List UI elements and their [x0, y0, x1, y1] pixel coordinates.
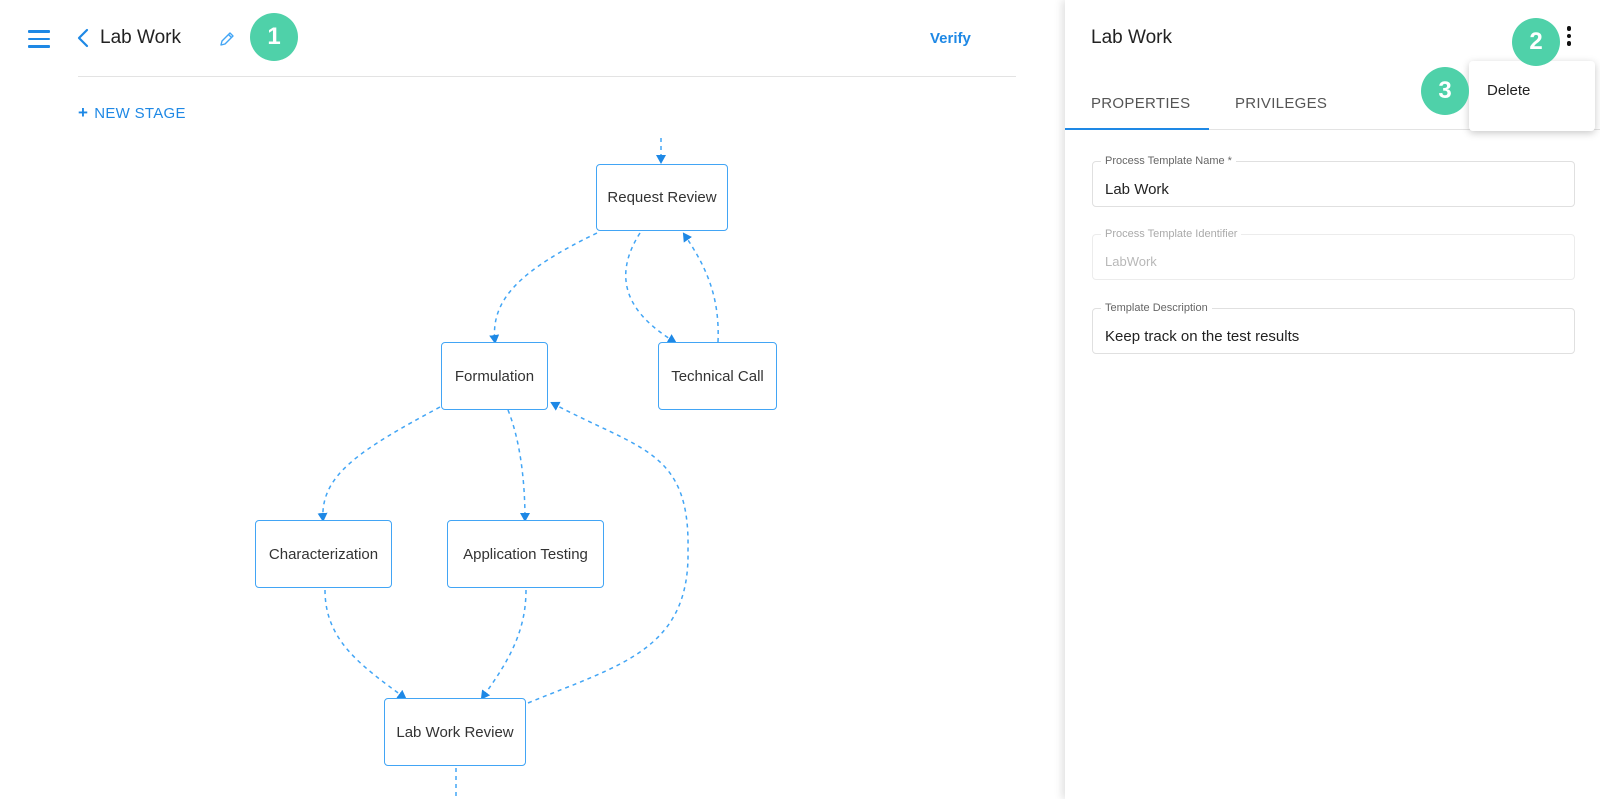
stage-node-characterization[interactable]: Characterization — [255, 520, 392, 588]
panel-tabs: PROPERTIES PRIVILEGES — [1065, 78, 1600, 130]
edge-formulation-to-characterization — [317, 406, 441, 522]
template-identifier-value: LabWork — [1105, 254, 1157, 269]
delete-menu-item[interactable]: Delete — [1487, 82, 1531, 99]
template-description-label: Template Description — [1101, 302, 1212, 314]
template-name-field[interactable]: Process Template Name * Lab Work — [1092, 155, 1575, 207]
step-badge-1: 1 — [250, 13, 298, 61]
more-vert-icon[interactable] — [1563, 26, 1575, 50]
new-stage-button[interactable]: + NEW STAGE — [78, 103, 186, 123]
edge-lab-work-review-to-formulation — [527, 401, 689, 704]
template-identifier-label: Process Template Identifier — [1101, 228, 1242, 240]
panel-title: Lab Work — [1091, 27, 1172, 48]
stage-node-technical-call[interactable]: Technical Call — [658, 342, 777, 410]
stage-node-lab-work-review[interactable]: Lab Work Review — [384, 698, 526, 766]
edge-characterization-to-lab-work-review — [324, 589, 407, 700]
tab-properties[interactable]: PROPERTIES — [1065, 78, 1209, 130]
stage-node-application-testing[interactable]: Application Testing — [447, 520, 604, 588]
back-arrow-icon[interactable] — [76, 27, 90, 49]
properties-panel: Lab Work PROPERTIES PRIVILEGES Process T… — [1065, 0, 1600, 799]
edge-request-review-to-technical-call — [625, 232, 677, 344]
edge-request-review-to-formulation — [489, 232, 598, 344]
verify-button[interactable]: Verify — [930, 30, 971, 47]
menu-icon[interactable] — [28, 30, 50, 48]
stage-node-request-review[interactable]: Request Review — [596, 164, 728, 231]
more-options-menu: Delete — [1469, 61, 1595, 131]
edge-technical-call-to-request-review — [682, 232, 719, 343]
page-title: Lab Work — [100, 27, 181, 48]
edge-formulation-to-application-testing — [507, 409, 530, 522]
workflow-connectors — [317, 138, 719, 799]
plus-icon: + — [78, 103, 89, 122]
new-stage-label: NEW STAGE — [94, 105, 186, 122]
stage-node-formulation[interactable]: Formulation — [441, 342, 548, 410]
template-name-label: Process Template Name * — [1101, 155, 1236, 167]
header-divider — [78, 76, 1016, 77]
workflow-canvas-area: Lab Work 1 Verify + NEW STAGE — [28, 13, 1016, 799]
template-name-value: Lab Work — [1105, 181, 1169, 198]
template-description-field[interactable]: Template Description Keep track on the t… — [1092, 302, 1575, 354]
step-badge-2: 2 — [1512, 18, 1560, 66]
pencil-icon[interactable] — [218, 30, 236, 48]
template-description-value: Keep track on the test results — [1105, 328, 1300, 345]
edge-application-testing-to-lab-work-review — [480, 589, 527, 700]
tab-privileges[interactable]: PRIVILEGES — [1235, 95, 1328, 112]
step-badge-3: 3 — [1421, 67, 1469, 115]
template-identifier-field: Process Template Identifier LabWork — [1092, 228, 1575, 280]
